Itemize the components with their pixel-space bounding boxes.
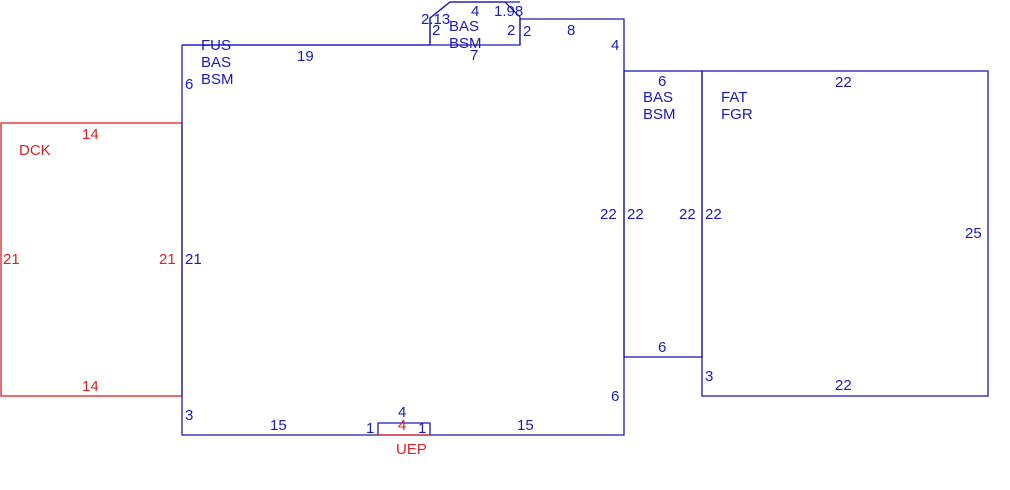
right-left-dim: 22 <box>705 206 722 223</box>
main-code-2: BAS <box>201 54 231 71</box>
bay-right-inner-dim: 2 <box>507 22 515 39</box>
bay-outline <box>429 1 521 45</box>
uep-code: UEP <box>396 441 427 458</box>
deck-outline <box>0 122 183 397</box>
main-bottom-left-dim: 15 <box>270 417 287 434</box>
middle-code-2: BSM <box>643 106 676 123</box>
main-left-bottom-dim: 3 <box>185 407 193 424</box>
main-left-dim: 21 <box>185 251 202 268</box>
bay-right-diag-dim: 1.98 <box>494 3 523 20</box>
right-code-1: FAT <box>721 89 747 106</box>
deck-top-dim: 14 <box>82 126 99 143</box>
main-top-left-dim: 19 <box>297 48 314 65</box>
right-top-dim: 22 <box>835 74 852 91</box>
main-code-3: BSM <box>201 71 234 88</box>
bay-left-dim: 2 <box>432 22 440 39</box>
deck-right-dim: 21 <box>159 251 176 268</box>
main-area-outline <box>181 1 625 436</box>
deck-code: DCK <box>19 142 51 159</box>
uep-left-dim: 1 <box>366 420 374 437</box>
deck-bottom-dim: 14 <box>82 378 99 395</box>
bay-left-diag-dim: 2.13 <box>421 11 450 28</box>
right-bottom-dim: 22 <box>835 377 852 394</box>
right-right-dim: 25 <box>965 225 982 242</box>
uep-blue-dim: 4 <box>398 404 406 421</box>
deck-left-dim: 21 <box>3 251 20 268</box>
middle-bottom-dim: 6 <box>658 339 666 356</box>
main-top-right-dim: 8 <box>567 22 575 39</box>
main-bottom-right-dim: 15 <box>517 417 534 434</box>
main-code-1: FUS <box>201 37 231 54</box>
middle-top-dim: 6 <box>658 73 666 90</box>
uep-right-dim: 1 <box>418 420 426 437</box>
middle-left-dim: 22 <box>627 206 644 223</box>
main-right-dim: 22 <box>600 206 617 223</box>
middle-code-1: BAS <box>643 89 673 106</box>
right-left-bottom-dim: 3 <box>705 368 713 385</box>
bay-top-dim: 4 <box>471 3 479 20</box>
middle-right-dim: 22 <box>679 206 696 223</box>
main-left-top-dim: 6 <box>185 76 193 93</box>
right-code-2: FGR <box>721 106 753 123</box>
bay-bottom-dim: 7 <box>470 47 478 64</box>
right-section-outline <box>701 70 989 397</box>
uep-red-dim: 4 <box>398 417 406 434</box>
main-right-top-dim: 4 <box>611 37 619 54</box>
bay-right-outer-dim: 2 <box>523 23 531 40</box>
bay-code-2: BSM <box>449 35 482 52</box>
main-right-bottom-dim: 6 <box>611 388 619 405</box>
bay-code-1: BAS <box>449 18 479 35</box>
uep-outline-blue <box>377 422 431 435</box>
